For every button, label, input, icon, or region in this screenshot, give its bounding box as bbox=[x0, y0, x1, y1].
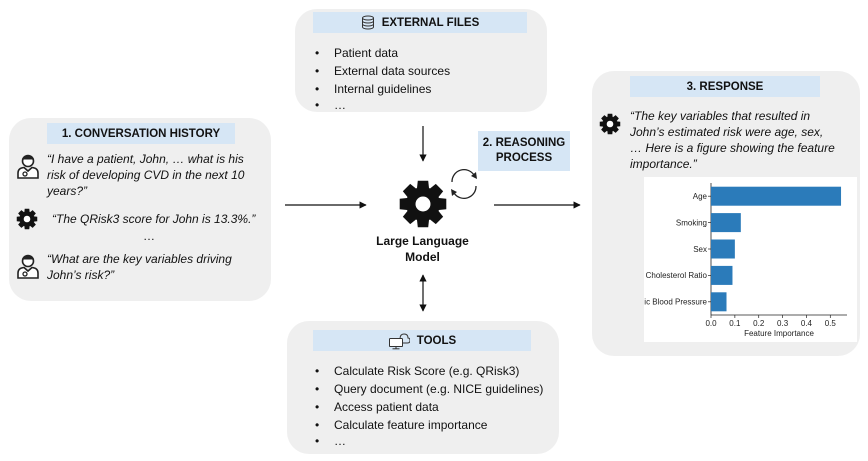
x-tick-label: 0.4 bbox=[801, 319, 813, 328]
doctor-icon bbox=[17, 254, 39, 279]
conversation-question-2: “What are the key variables driving John… bbox=[47, 252, 232, 282]
bar bbox=[711, 265, 733, 285]
list-item: Access patient data bbox=[314, 398, 550, 416]
response-header: 3. RESPONSE bbox=[630, 76, 820, 97]
list-item: Calculate feature importance bbox=[314, 416, 550, 434]
database-icon bbox=[361, 15, 374, 30]
list-item: … bbox=[314, 98, 534, 112]
list-item: Patient data bbox=[314, 44, 534, 62]
list-item: … bbox=[314, 434, 550, 448]
response-text: “The key variables that resulted in John… bbox=[630, 109, 835, 171]
x-tick-label: 0.0 bbox=[705, 319, 717, 328]
tools-title: TOOLS bbox=[416, 334, 457, 347]
external-files-list: Patient data External data sources Inter… bbox=[314, 44, 534, 112]
bar bbox=[711, 292, 727, 312]
external-files-header: EXTERNAL FILES bbox=[313, 12, 527, 33]
conversation-ellipsis: … bbox=[143, 229, 155, 243]
y-tick-label: Age bbox=[693, 192, 708, 201]
gear-icon bbox=[599, 113, 621, 135]
reasoning-header: 2. REASONING PROCESS bbox=[478, 131, 570, 171]
conversation-answer-1: “The QRisk3 score for John is 13.3%.” bbox=[52, 212, 256, 226]
bar bbox=[711, 213, 741, 233]
external-files-title: EXTERNAL FILES bbox=[381, 16, 480, 29]
list-item: Query document (e.g. NICE guidelines) bbox=[314, 380, 550, 398]
x-tick-label: 0.3 bbox=[777, 319, 789, 328]
response-title: 3. RESPONSE bbox=[686, 80, 764, 93]
list-item: Internal guidelines bbox=[314, 80, 534, 98]
llm-label-line1: Large Language bbox=[376, 234, 469, 248]
tools-header: TOOLS bbox=[313, 330, 531, 351]
llm-label-line2: Model bbox=[405, 250, 440, 264]
cloud-computer-icon bbox=[388, 332, 410, 349]
x-tick-label: 0.2 bbox=[753, 319, 765, 328]
gear-icon bbox=[16, 208, 38, 230]
llm-label: Large Language Model bbox=[365, 233, 480, 265]
reasoning-title-line2: PROCESS bbox=[495, 152, 553, 164]
y-tick-label: Cholesterol Ratio bbox=[646, 271, 708, 280]
tools-list: Calculate Risk Score (e.g. QRisk3) Query… bbox=[314, 362, 550, 448]
bar bbox=[711, 186, 842, 206]
reasoning-title-line1: 2. REASONING bbox=[482, 137, 566, 149]
x-tick-label: 0.5 bbox=[825, 319, 837, 328]
doctor-icon bbox=[17, 154, 39, 179]
conversation-question-1: “I have a patient, John, … what is his r… bbox=[47, 152, 245, 198]
cycle-arrows-icon bbox=[451, 168, 477, 200]
conversation-title: 1. CONVERSATION HISTORY bbox=[61, 127, 221, 140]
bar bbox=[711, 239, 735, 259]
list-item: External data sources bbox=[314, 62, 534, 80]
conversation-header: 1. CONVERSATION HISTORY bbox=[47, 123, 235, 144]
x-tick-label: 0.1 bbox=[729, 319, 741, 328]
gear-icon bbox=[399, 180, 447, 228]
y-tick-label: Systolic Blood Pressure bbox=[644, 298, 708, 307]
list-item: Calculate Risk Score (e.g. QRisk3) bbox=[314, 362, 550, 380]
conversation-panel bbox=[9, 118, 271, 301]
y-tick-label: Smoking bbox=[676, 218, 707, 227]
y-tick-label: Sex bbox=[693, 245, 707, 254]
x-axis-label: Feature Importance bbox=[744, 329, 814, 338]
